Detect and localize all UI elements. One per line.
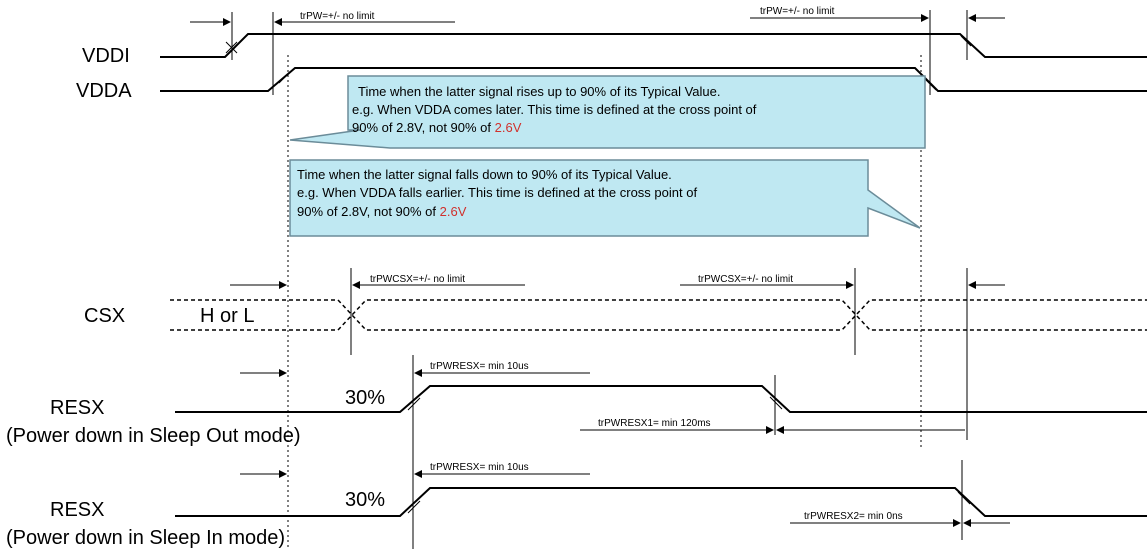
vdda-signal: VDDA: [76, 67, 1147, 102]
callout-fall: Time when the latter signal falls down t…: [289, 159, 921, 237]
resx1-signal: 30% RESX (Power down in Sleep Out mode): [6, 385, 1147, 447]
csx-label: CSX: [84, 305, 125, 327]
trpw-right-label: trPW=+/- no limit: [760, 6, 835, 17]
callout-fall-red: 2.6V: [440, 204, 467, 219]
trpwresx1-label: trPWRESX1= min 120ms: [598, 418, 711, 429]
trpwresx-2-label: trPWRESX= min 10us: [430, 462, 529, 473]
trpw-right-timing: trPW=+/- no limit: [750, 6, 1005, 95]
callout-rise-line3: 90% of 2.8V, not 90% of: [352, 120, 495, 135]
trpwresx2-label: trPWRESX2= min 0ns: [804, 511, 903, 522]
trpwresx-1-label: trPWRESX= min 10us: [430, 361, 529, 372]
resx1-mode: (Power down in Sleep Out mode): [6, 425, 301, 447]
svg-text:90% of 2.8V, not 90% of 2.6V: 90% of 2.8V, not 90% of 2.6V: [297, 204, 467, 219]
resx1-label: RESX: [50, 397, 104, 419]
callout-rise-line2: e.g. When VDDA comes later. This time is…: [352, 102, 757, 117]
callout-fall-line2: e.g. When VDDA falls earlier. This time …: [297, 185, 697, 200]
vddi-label: VDDI: [82, 45, 130, 67]
trpwcsx-left-label: trPWCSX=+/- no limit: [370, 274, 465, 285]
callout-fall-line3: 90% of 2.8V, not 90% of: [297, 204, 440, 219]
resx2-signal: 30% RESX (Power down in Sleep In mode): [6, 487, 1147, 549]
trpwcsx-right-label: trPWCSX=+/- no limit: [698, 274, 793, 285]
trpw-left-label: trPW=+/- no limit: [300, 11, 375, 22]
csx-state: H or L: [200, 305, 254, 327]
resx2-timing: trPWRESX= min 10us trPWRESX2= min 0ns: [240, 460, 1010, 540]
resx1-timing: trPWRESX= min 10us trPWRESX1= min 120ms: [240, 300, 968, 549]
svg-text:90% of 2.8V, not 90% of 2.6V: 90% of 2.8V, not 90% of 2.6V: [352, 120, 522, 135]
vddi-signal: VDDI: [82, 33, 1147, 67]
resx1-pct: 30%: [345, 387, 385, 409]
callout-rise: Time when the latter signal rises up to …: [289, 75, 926, 149]
vdda-label: VDDA: [76, 80, 132, 102]
callout-rise-red: 2.6V: [495, 120, 522, 135]
callout-fall-line1: Time when the latter signal falls down t…: [297, 167, 672, 182]
csx-timing: trPWCSX=+/- no limit trPWCSX=+/- no limi…: [230, 268, 1005, 355]
callout-rise-line1: Time when the latter signal rises up to …: [358, 84, 721, 99]
csx-signal: CSX H or L: [84, 299, 1147, 331]
trpw-left-timing: trPW=+/- no limit: [190, 11, 455, 95]
resx2-pct: 30%: [345, 489, 385, 511]
resx2-mode: (Power down in Sleep In mode): [6, 527, 285, 549]
resx2-label: RESX: [50, 499, 104, 521]
